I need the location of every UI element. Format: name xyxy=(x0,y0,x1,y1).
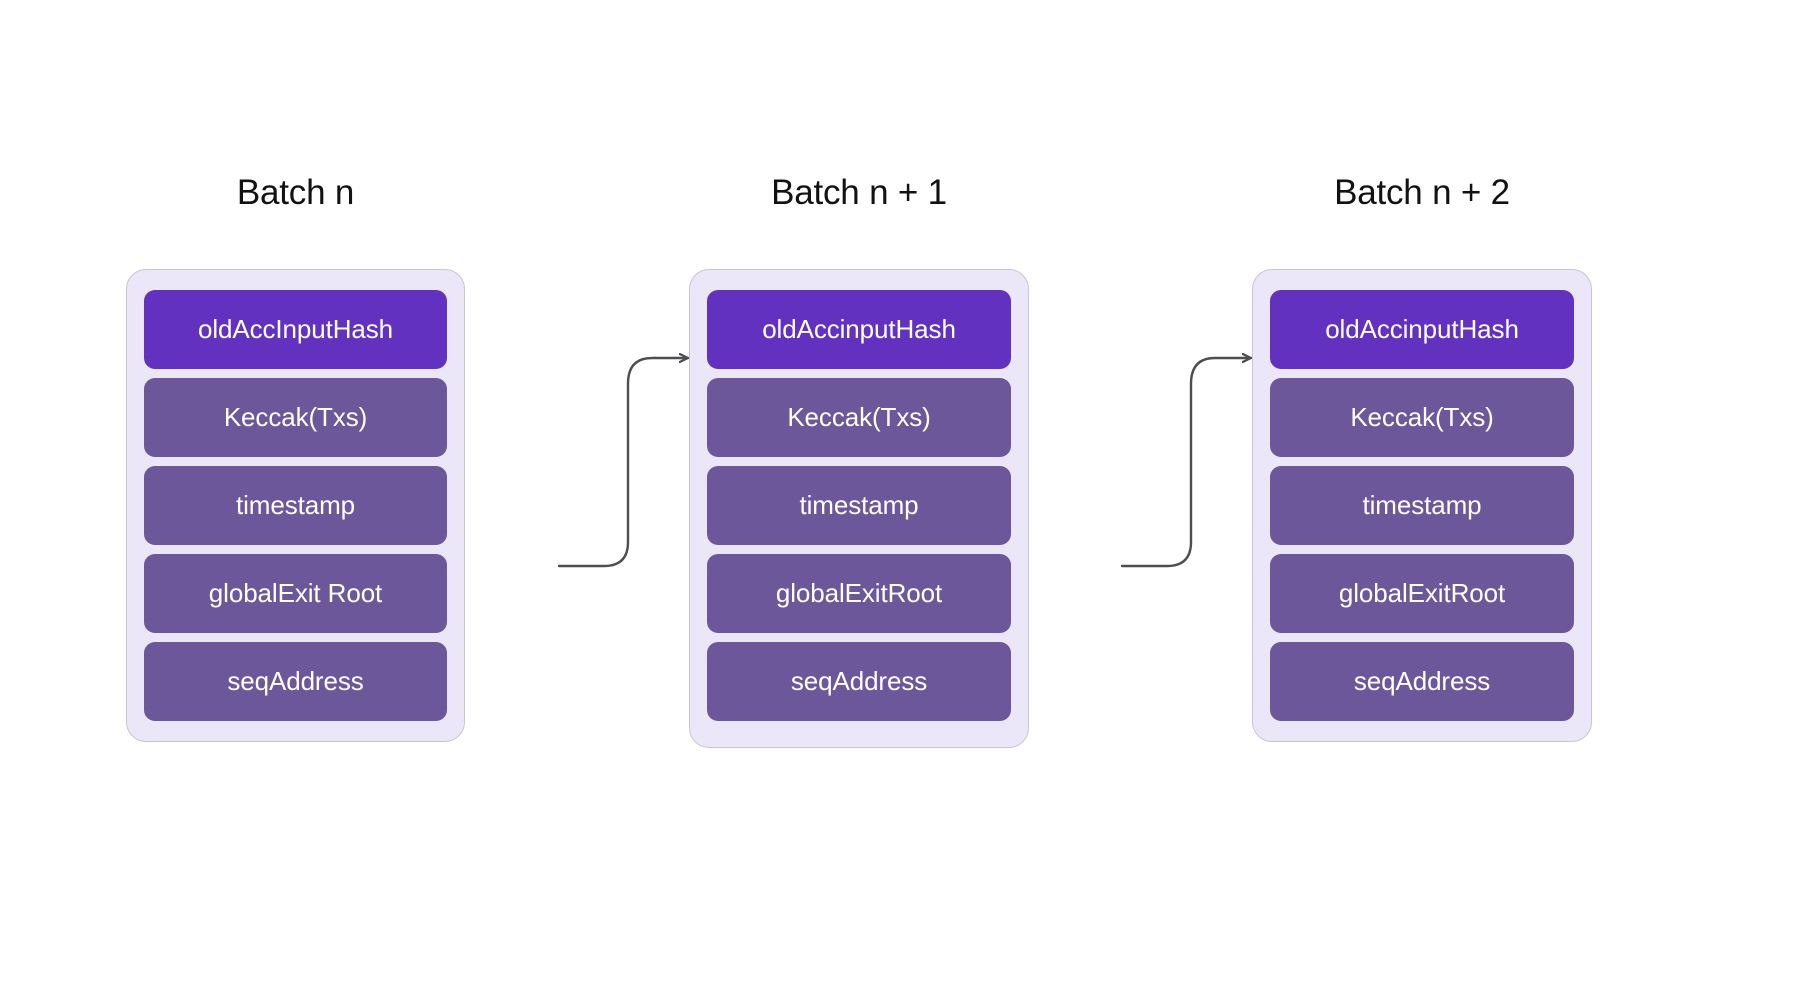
field-row-keccak-txs[interactable]: Keccak(Txs) xyxy=(707,378,1011,457)
batch-column-2: Batch n + 2 oldAccinputHash Keccak(Txs) … xyxy=(1252,175,1592,742)
field-label: timestamp xyxy=(799,490,919,520)
field-label: oldAccinputHash xyxy=(762,314,956,344)
field-row-timestamp[interactable]: timestamp xyxy=(144,466,447,545)
field-label: Keccak(Txs) xyxy=(787,402,931,432)
field-label: globalExitRoot xyxy=(775,578,943,608)
batch-column-1: Batch n + 1 oldAccinputHash Keccak(Txs) … xyxy=(689,175,1029,748)
field-label: seqAddress xyxy=(790,666,928,696)
field-row-timestamp[interactable]: timestamp xyxy=(1270,466,1574,545)
field-label: Keccak(Txs) xyxy=(223,402,368,432)
batch-column-0: Batch n oldAccInputHash Keccak(Txs) time… xyxy=(126,175,465,742)
field-label: seqAddress xyxy=(227,666,364,696)
field-label: timestamp xyxy=(1362,490,1482,520)
field-row-seq-address[interactable]: seqAddress xyxy=(707,642,1011,721)
field-label: Keccak(Txs) xyxy=(1350,402,1494,432)
batch-title-0: Batch n xyxy=(236,173,355,212)
field-label: timestamp xyxy=(235,490,356,520)
field-label: oldAccInputHash xyxy=(197,314,394,344)
field-row-seq-address[interactable]: seqAddress xyxy=(1270,642,1574,721)
field-row-old-acc-input-hash[interactable]: oldAccInputHash xyxy=(144,290,447,369)
field-label: oldAccinputHash xyxy=(1325,314,1519,344)
field-row-global-exit-root[interactable]: globalExitRoot xyxy=(1270,554,1574,633)
batch-card-2: oldAccinputHash Keccak(Txs) timestamp gl… xyxy=(1252,269,1592,742)
field-row-old-acc-input-hash[interactable]: oldAccinputHash xyxy=(1270,290,1574,369)
field-row-timestamp[interactable]: timestamp xyxy=(707,466,1011,545)
batch-title-1: Batch n + 1 xyxy=(771,173,947,212)
field-row-keccak-txs[interactable]: Keccak(Txs) xyxy=(1270,378,1574,457)
field-row-old-acc-input-hash[interactable]: oldAccinputHash xyxy=(707,290,1011,369)
field-label: seqAddress xyxy=(1353,666,1491,696)
field-row-seq-address[interactable]: seqAddress xyxy=(144,642,447,721)
connector-batch-n-plus-1-to-batch-n-plus-2 xyxy=(1120,358,1253,568)
field-label: globalExit Root xyxy=(208,578,383,608)
field-label: globalExitRoot xyxy=(1338,578,1506,608)
connector-batch-n-to-batch-n-plus-1 xyxy=(557,358,690,568)
field-row-keccak-txs[interactable]: Keccak(Txs) xyxy=(144,378,447,457)
batch-card-0: oldAccInputHash Keccak(Txs) timestamp gl… xyxy=(126,269,465,742)
field-row-global-exit-root[interactable]: globalExitRoot xyxy=(707,554,1011,633)
field-row-global-exit-root[interactable]: globalExit Root xyxy=(144,554,447,633)
batch-card-1: oldAccinputHash Keccak(Txs) timestamp gl… xyxy=(689,269,1029,748)
batch-title-2: Batch n + 2 xyxy=(1334,173,1510,212)
